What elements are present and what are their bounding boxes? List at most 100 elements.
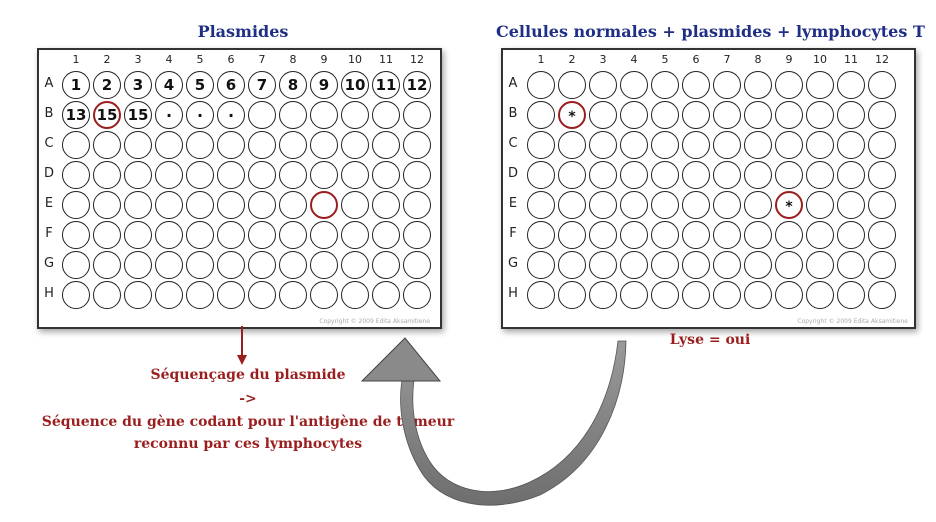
sequencing-step: Séquençage du plasmide [150, 367, 346, 383]
column-number: 3 [134, 53, 142, 66]
well-f4 [155, 221, 183, 249]
well-d10 [806, 161, 834, 189]
well-e4 [155, 191, 183, 219]
well-b9 [310, 101, 338, 129]
well-d10 [341, 161, 369, 189]
column-number: 10 [813, 53, 827, 66]
column-number: 5 [196, 53, 204, 66]
well-h12 [403, 281, 431, 309]
well-d3 [589, 161, 617, 189]
gene-sequence-text: Séquence du gène codant pour l'antigène … [41, 414, 455, 430]
well-e11 [372, 191, 400, 219]
well-d6 [682, 161, 710, 189]
right-panel-title: Cellules normales + plasmides + lymphocy… [496, 22, 925, 41]
well-c10 [806, 131, 834, 159]
well-b8 [744, 101, 772, 129]
well-b7 [713, 101, 741, 129]
column-number: 11 [844, 53, 858, 66]
well-e5 [651, 191, 679, 219]
column-number: 8 [754, 53, 762, 66]
well-a5 [651, 71, 679, 99]
well-c4 [155, 131, 183, 159]
well-d2 [558, 161, 586, 189]
well-e11 [837, 191, 865, 219]
well-h4 [155, 281, 183, 309]
well-h6 [217, 281, 245, 309]
well-e12 [868, 191, 896, 219]
well-f11 [372, 221, 400, 249]
well-h2 [93, 281, 121, 309]
well-c12 [403, 131, 431, 159]
well-f5 [186, 221, 214, 249]
well-f11 [837, 221, 865, 249]
well-e7 [713, 191, 741, 219]
well-f5 [651, 221, 679, 249]
well-g1 [62, 251, 90, 279]
well-e6 [217, 191, 245, 219]
well-g3 [589, 251, 617, 279]
column-number: 5 [661, 53, 669, 66]
row-label: G [43, 256, 55, 271]
well-c4 [620, 131, 648, 159]
row-label: B [44, 106, 54, 121]
well-h10 [341, 281, 369, 309]
well-f12 [403, 221, 431, 249]
well-b5: · [186, 101, 214, 129]
well-e8 [744, 191, 772, 219]
well-g6 [682, 251, 710, 279]
well-d6 [217, 161, 245, 189]
well-f7 [248, 221, 276, 249]
well-h4 [620, 281, 648, 309]
well-e10 [806, 191, 834, 219]
row-label: G [507, 256, 519, 271]
well-d3 [124, 161, 152, 189]
well-c10 [341, 131, 369, 159]
well-e9 [310, 191, 338, 219]
well-h8 [279, 281, 307, 309]
well-d2 [93, 161, 121, 189]
well-g11 [837, 251, 865, 279]
well-h9 [775, 281, 803, 309]
copyright-text: Copyright © 2009 Edita Aksamitiene [319, 318, 430, 325]
well-a8 [744, 71, 772, 99]
well-f10 [341, 221, 369, 249]
well-c3 [124, 131, 152, 159]
column-number: 10 [348, 53, 362, 66]
column-number: 12 [875, 53, 889, 66]
well-e2 [558, 191, 586, 219]
well-d5 [186, 161, 214, 189]
well-b6 [682, 101, 710, 129]
well-d12 [868, 161, 896, 189]
row-label: D [507, 166, 518, 181]
well-g7 [713, 251, 741, 279]
well-d9 [310, 161, 338, 189]
row-label: H [44, 286, 54, 301]
column-number: 7 [258, 53, 266, 66]
left-panel-title: Plasmides [197, 22, 289, 41]
column-number: 2 [103, 53, 111, 66]
well-c12 [868, 131, 896, 159]
well-c2 [558, 131, 586, 159]
well-h2 [558, 281, 586, 309]
well-g7 [248, 251, 276, 279]
well-h11 [372, 281, 400, 309]
column-number: 9 [320, 53, 328, 66]
well-h5 [186, 281, 214, 309]
well-a7: 7 [248, 71, 276, 99]
well-f9 [310, 221, 338, 249]
well-h8 [744, 281, 772, 309]
well-e10 [341, 191, 369, 219]
well-a4: 4 [155, 71, 183, 99]
well-d4 [620, 161, 648, 189]
well-b12 [868, 101, 896, 129]
well-b10 [806, 101, 834, 129]
well-b3 [589, 101, 617, 129]
row-label: B [508, 106, 518, 121]
well-f2 [93, 221, 121, 249]
copyright-text: Copyright © 2009 Edita Aksamitiene [797, 318, 908, 325]
well-c7 [713, 131, 741, 159]
well-e5 [186, 191, 214, 219]
well-h7 [248, 281, 276, 309]
